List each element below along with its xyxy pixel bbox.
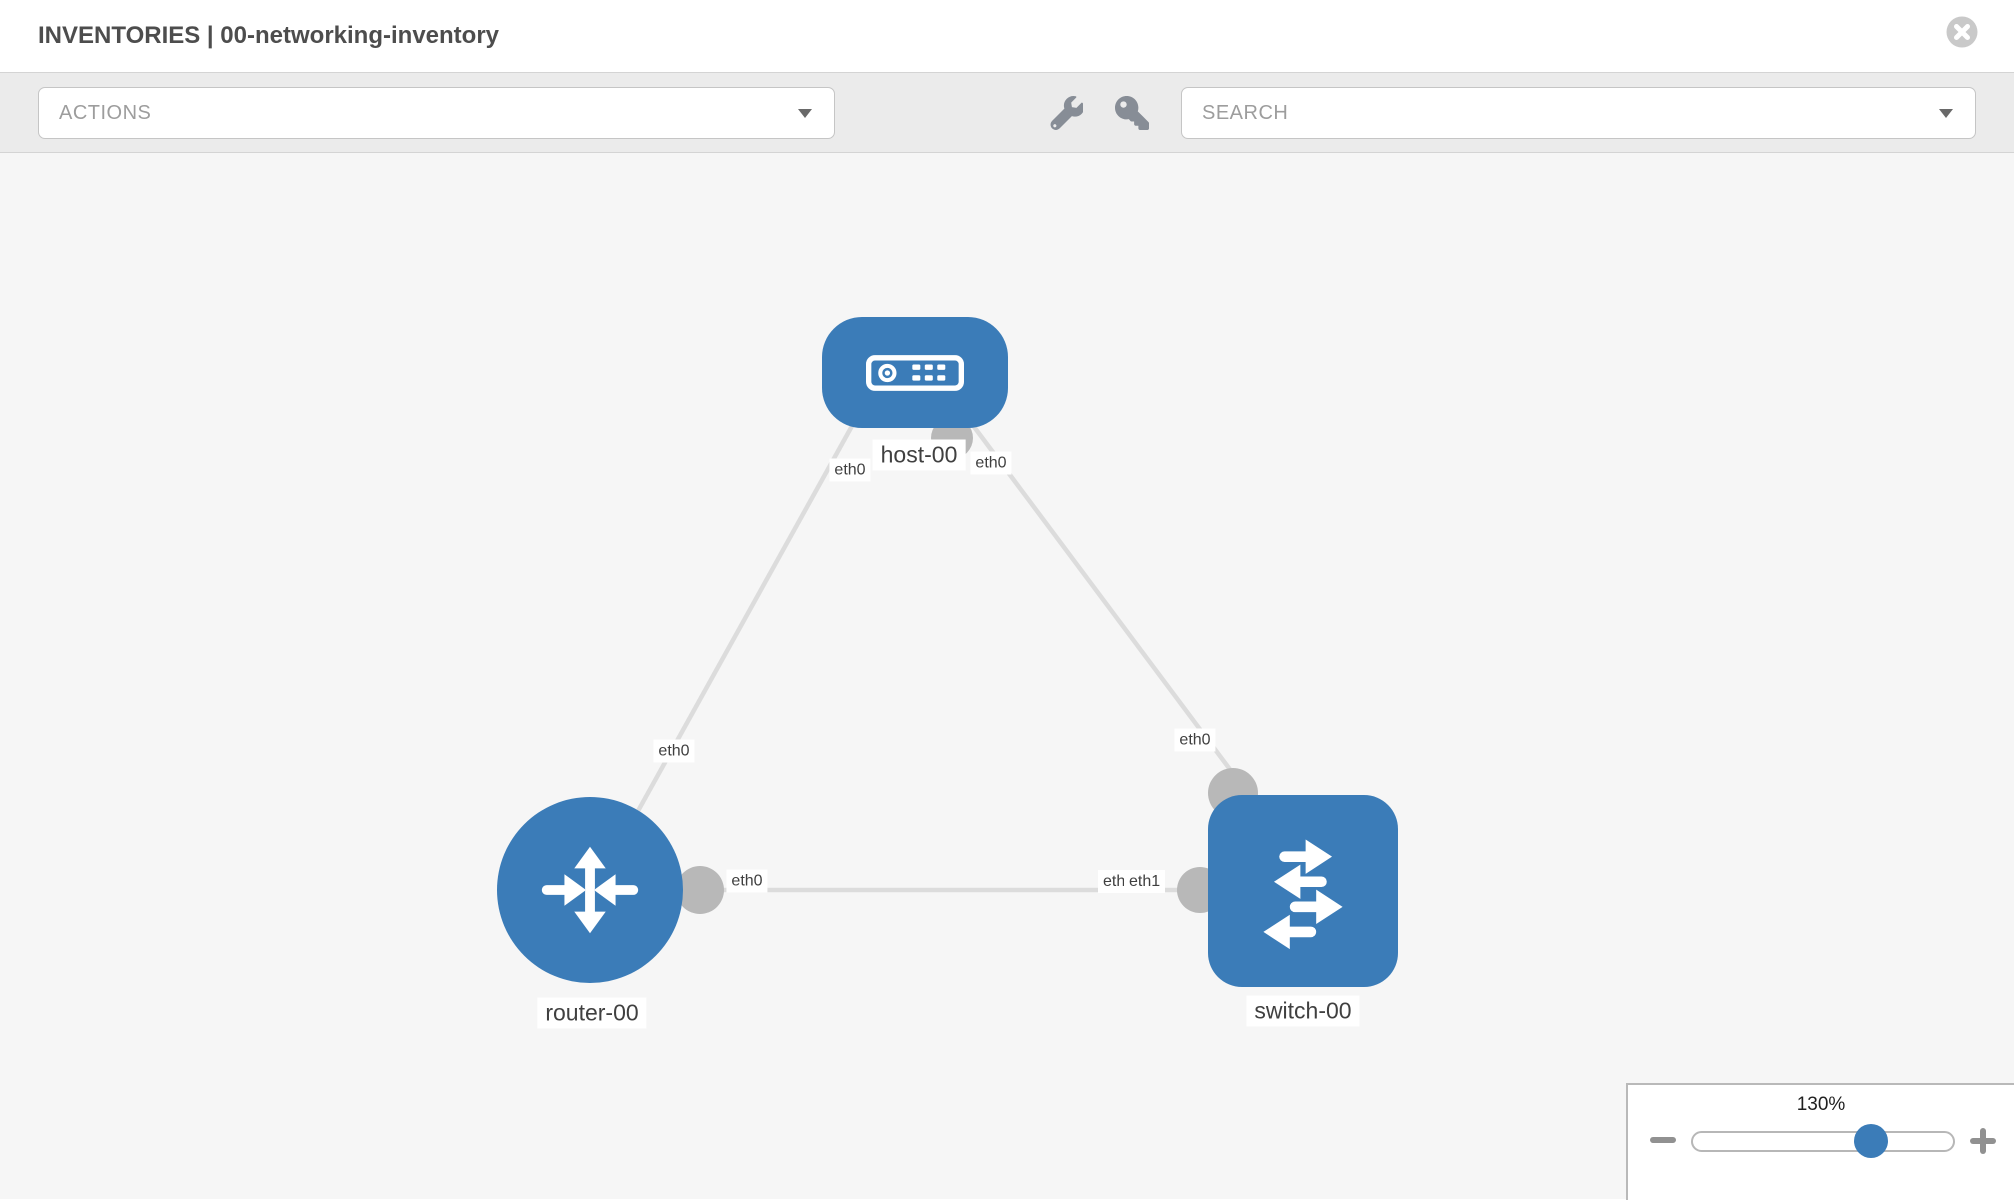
link-host-switch[interactable] [958, 406, 1272, 825]
topology-canvas[interactable]: eth0 eth0 eth0 eth0 eth0 eth0 eth1 host-… [0, 153, 2014, 1199]
interface-label: eth0 [970, 451, 1012, 475]
configure-tools-button[interactable] [1048, 96, 1085, 132]
close-button[interactable] [1946, 16, 1978, 48]
search-dropdown[interactable]: SEARCH [1181, 87, 1976, 139]
port-router-eth0 [676, 866, 724, 914]
header: INVENTORIES | 00-networking-inventory [0, 0, 2014, 72]
zoom-in-button[interactable] [1968, 1126, 1998, 1156]
host-icon [866, 354, 964, 391]
chevron-down-icon [798, 109, 812, 118]
zoom-slider-track[interactable] [1691, 1123, 1955, 1158]
zoom-slider-handle[interactable] [1854, 1123, 1889, 1158]
chevron-down-icon [1939, 109, 1953, 118]
node-router-00[interactable] [497, 797, 683, 983]
page-title: INVENTORIES | 00-networking-inventory [38, 22, 500, 49]
interface-label: eth0 [1174, 728, 1216, 752]
actions-dropdown-label: ACTIONS [59, 102, 152, 124]
zoom-level-label: 130% [1796, 1094, 1846, 1115]
search-dropdown-label: SEARCH [1202, 102, 1289, 124]
node-label-router: router-00 [537, 997, 647, 1029]
plus-icon [1970, 1128, 1996, 1154]
credentials-button[interactable] [1114, 96, 1150, 132]
node-switch-00[interactable] [1208, 795, 1398, 987]
zoom-control-panel: 130% [1626, 1083, 2014, 1200]
key-icon [1115, 96, 1149, 130]
interface-label: eth0 [653, 739, 695, 763]
switch-icon [1263, 839, 1343, 950]
interface-label: eth0 [829, 458, 871, 482]
actions-dropdown[interactable]: ACTIONS [38, 87, 835, 139]
interface-label: eth1 [1124, 870, 1166, 893]
node-host-00[interactable] [822, 317, 1008, 428]
node-label-host: host-00 [872, 439, 966, 471]
router-icon [541, 846, 639, 934]
interface-label: eth0 [726, 869, 768, 893]
link-host-router[interactable] [606, 406, 864, 867]
close-icon [1946, 16, 1978, 48]
wrench-icon [1050, 96, 1085, 130]
node-label-switch: switch-00 [1246, 995, 1360, 1027]
minus-icon [1650, 1137, 1676, 1143]
zoom-out-button[interactable] [1648, 1126, 1678, 1156]
topology-edges-layer [606, 406, 1272, 914]
toolbar: ACTIONS SEARCH [0, 72, 2014, 153]
